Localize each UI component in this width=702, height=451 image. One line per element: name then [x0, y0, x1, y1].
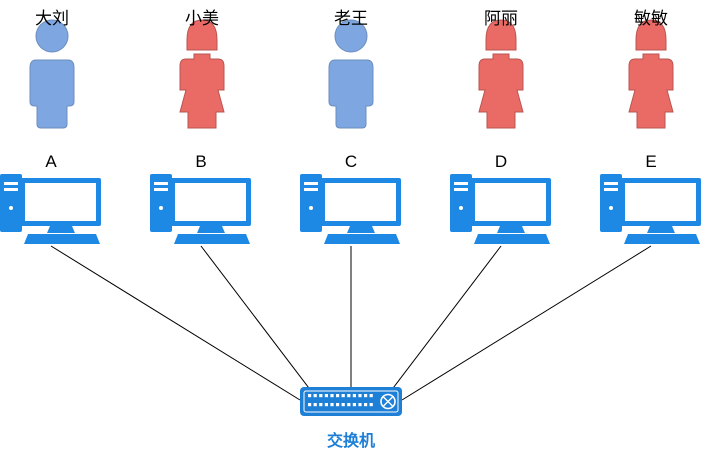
switch-port	[308, 403, 312, 407]
switch-port	[336, 403, 340, 407]
switch-port	[364, 394, 368, 398]
user-name-label: 敏敏	[634, 9, 668, 29]
switch-port	[313, 403, 317, 407]
person-female-icon	[179, 19, 225, 129]
switch-port	[352, 403, 356, 407]
switch-port	[319, 403, 323, 407]
network-switch-icon	[300, 387, 402, 416]
desktop-computer-icon	[150, 174, 251, 244]
link-line	[401, 245, 652, 401]
link-line	[200, 245, 319, 401]
computers-group	[0, 174, 701, 244]
switch-port	[358, 394, 362, 398]
link-line	[383, 245, 502, 401]
desktop-computer-icon	[300, 174, 401, 244]
user-name-label: 小美	[185, 9, 219, 29]
switch-port	[308, 394, 312, 398]
switch-port	[347, 403, 351, 407]
switch-port	[324, 394, 328, 398]
person-male-icon	[29, 19, 75, 129]
desktop-computer-icon	[450, 174, 551, 244]
switch-port	[347, 394, 351, 398]
desktop-computer-icon	[600, 174, 701, 244]
user-name-label: 阿丽	[484, 9, 518, 29]
computer-label: E	[645, 152, 657, 171]
person-female-icon	[628, 19, 674, 129]
person-male-icon	[328, 19, 374, 129]
switch-port	[369, 394, 373, 398]
switch-port	[336, 394, 340, 398]
users-group	[29, 19, 674, 129]
switch-label: 交换机	[326, 431, 375, 450]
switch-port	[319, 394, 323, 398]
person-female-icon	[478, 19, 524, 129]
switch-port	[364, 403, 368, 407]
switch-port	[341, 403, 345, 407]
switch-port	[330, 403, 334, 407]
switch-port	[341, 394, 345, 398]
switch-port	[369, 403, 373, 407]
user-name-label: 老王	[334, 9, 368, 29]
link-line	[50, 245, 301, 401]
connection-links	[50, 245, 652, 401]
computer-label: C	[344, 152, 358, 171]
computer-label: B	[195, 152, 207, 171]
computer-label: D	[494, 152, 508, 171]
switch-port	[324, 403, 328, 407]
switch-port	[330, 394, 334, 398]
switch-port	[352, 394, 356, 398]
computer-label: A	[45, 152, 57, 171]
switch-port	[313, 394, 317, 398]
user-name-label: 大刘	[35, 9, 69, 29]
desktop-computer-icon	[0, 174, 101, 244]
switch-port	[358, 403, 362, 407]
